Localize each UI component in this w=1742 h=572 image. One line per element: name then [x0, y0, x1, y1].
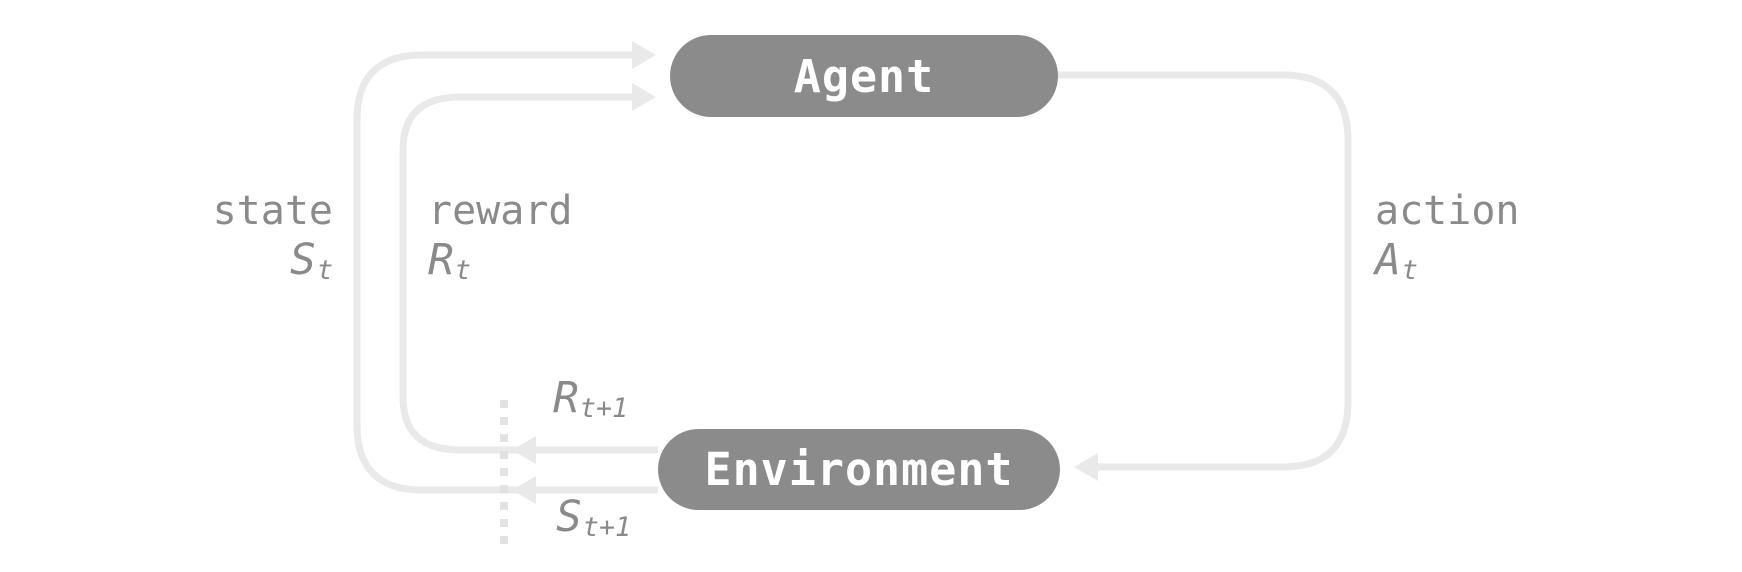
action-symbol: At	[1375, 235, 1520, 286]
agent-node-label: Agent	[793, 49, 935, 103]
agent-node: Agent	[670, 35, 1058, 117]
state-word: state	[212, 188, 333, 234]
next-reward-var: R	[553, 373, 579, 423]
reward-symbol-var: R	[428, 235, 454, 286]
reward-label: reward Rt	[428, 188, 573, 286]
environment-node: Environment	[658, 429, 1060, 510]
reward-symbol-subscript: t	[454, 254, 471, 286]
state-symbol-var: S	[290, 235, 316, 286]
next-state-arrow-icon	[512, 476, 536, 504]
next-state-var: S	[556, 492, 582, 542]
action-flow-line	[1058, 71, 1352, 471]
action-into-environment-arrow-icon	[1074, 453, 1098, 481]
reward-flow-line	[399, 93, 658, 454]
next-state-subscript: t+1	[582, 511, 632, 543]
state-symbol-subscript: t	[316, 254, 333, 286]
action-word: action	[1375, 188, 1520, 234]
next-reward-arrow-icon	[512, 436, 536, 464]
next-reward-subscript: t+1	[579, 392, 629, 424]
action-symbol-var: A	[1375, 235, 1401, 286]
action-symbol-subscript: t	[1401, 254, 1418, 286]
state-flow-line	[353, 51, 658, 494]
reward-word: reward	[428, 188, 573, 234]
environment-node-label: Environment	[704, 443, 1014, 496]
next-state-label: St+1	[556, 492, 632, 543]
state-label: state St	[133, 188, 333, 286]
next-reward-label: Rt+1	[553, 373, 629, 424]
state-into-agent-arrow-icon	[632, 41, 656, 69]
reward-into-agent-arrow-icon	[632, 83, 656, 111]
action-label: action At	[1375, 188, 1520, 286]
state-symbol: St	[133, 235, 333, 286]
reward-symbol: Rt	[428, 235, 573, 286]
